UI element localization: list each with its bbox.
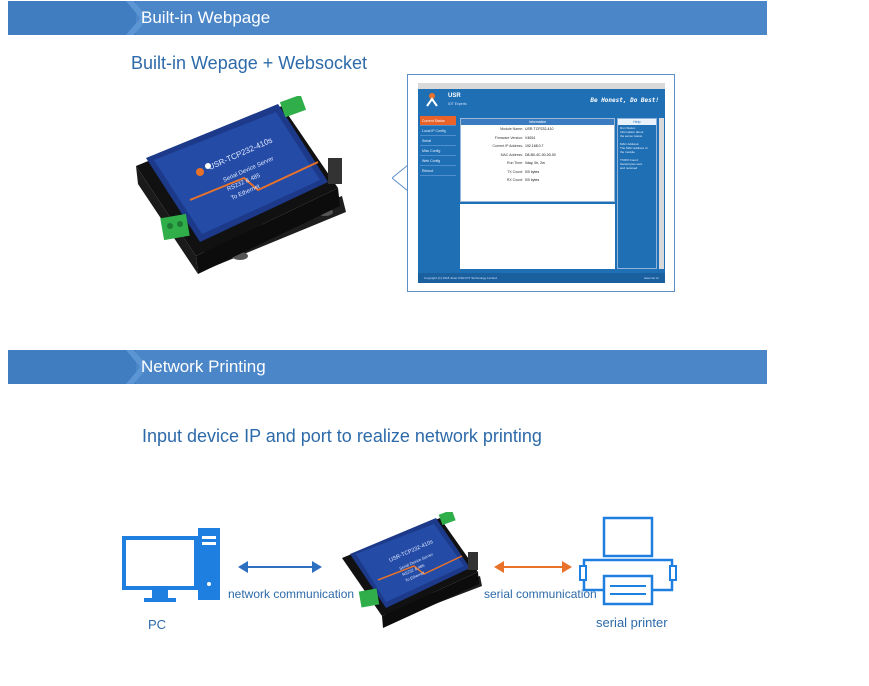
serial-printer-label: serial printer <box>596 615 668 630</box>
help-header: Help <box>618 119 656 125</box>
webpage-scrollbar[interactable] <box>659 118 664 269</box>
info-value: USR-TCP232-410 <box>525 127 554 131</box>
banner-title: Built-in Webpage <box>141 8 271 27</box>
webpage-slogan: Be Honest, Do Best! <box>590 97 659 104</box>
info-row: RX Count:0/0 bytes <box>461 176 614 185</box>
help-line: the server status <box>620 134 643 138</box>
nav-item-serial[interactable]: Serial <box>420 136 456 146</box>
webpage-brand: USR <box>448 93 461 99</box>
banner-title: Network Printing <box>141 357 266 376</box>
webpage-topbar <box>418 83 665 89</box>
banner-tab <box>8 1 136 35</box>
section-banner-printing: Network Printing <box>8 350 767 384</box>
webpage-screenshot: USR IOT Experts Be Honest, Do Best! Curr… <box>407 74 675 292</box>
serial-communication-label: serial communication <box>484 587 597 601</box>
help-line: TX/RX Count: <box>620 158 639 162</box>
section-banner-webpage: Built-in Webpage <box>8 1 767 35</box>
nav-item-misc[interactable]: Misc Config <box>420 146 456 156</box>
info-key: Current IP Address: <box>492 144 523 148</box>
printer-icon <box>579 516 677 606</box>
info-row: TX Count:0/0 bytes <box>461 168 614 177</box>
info-row: Current IP Address:192.168.0.7 <box>461 142 614 151</box>
help-line: the module <box>620 150 635 154</box>
help-line: Run Status: <box>620 126 636 130</box>
banner-tab <box>8 350 136 384</box>
info-key: Run Time: <box>507 161 523 165</box>
footer-link[interactable]: www.usr.cn <box>643 276 659 280</box>
serial-arrow-icon <box>494 561 572 573</box>
network-arrow-icon <box>238 561 322 573</box>
info-value: 192.168.0.7 <box>525 144 544 148</box>
info-row: MAC Address:D8-B0-4C-00-00-00 <box>461 151 614 160</box>
webpage-frame: USR IOT Experts Be Honest, Do Best! Curr… <box>418 83 665 283</box>
help-line: MAC Address: <box>620 142 640 146</box>
info-key: RX Count: <box>506 178 523 182</box>
webpage-footer: Copyright (C) 2018 Jinan USR IOT Technol… <box>418 273 665 283</box>
webpage-brand-sub: IOT Experts <box>448 102 467 106</box>
webpage-help-panel: Help Run Status: Information about the s… <box>617 118 657 269</box>
info-key: TX Count: <box>507 169 523 174</box>
help-line: and received <box>620 166 638 170</box>
info-panel-header: Information <box>461 119 614 125</box>
help-text: Run Status: Information about the server… <box>618 125 656 171</box>
footer-copyright: Copyright (C) 2018 Jinan USR IOT Technol… <box>424 276 497 280</box>
pc-label: PC <box>148 617 167 632</box>
serial-device-server-small-image: USR-TCP232-410s Serial Device Server RS2… <box>342 512 482 628</box>
callout-pointer <box>392 165 408 191</box>
serial-device-server-image: USR-TCP232-410s Serial Device Server RS2… <box>136 96 346 274</box>
section-subtitle-webpage: Built-in Wepage + Websocket <box>131 53 367 73</box>
nav-item-reboot[interactable]: Reboot <box>420 166 456 176</box>
help-line: Information about <box>620 130 644 134</box>
help-line: Serial bytes sent <box>620 162 643 166</box>
webpage-content-area <box>460 204 615 269</box>
webpage-info-panel: Information Module Name:USR-TCP232-410 F… <box>460 118 615 202</box>
pc-icon <box>122 528 220 602</box>
nav-item-local-ip[interactable]: Local IP Config <box>420 126 456 136</box>
info-row: Run Time:0day, 0h, 2m <box>461 159 614 168</box>
info-key: Module Name: <box>500 127 523 131</box>
section-subtitle-printing: Input device IP and port to realize netw… <box>142 426 542 446</box>
info-row: Module Name:USR-TCP232-410 <box>461 125 614 134</box>
info-value: 0/0 bytes <box>525 178 540 182</box>
info-value: 0/0 bytes <box>525 169 540 174</box>
help-line: The MAC address of <box>620 146 648 150</box>
nav-item-web[interactable]: Web Config <box>420 156 456 166</box>
info-row: Firmware Version:V4004 <box>461 134 614 143</box>
network-communication-label: network communication <box>228 587 355 601</box>
info-value: V4004 <box>525 135 536 140</box>
info-key: MAC Address: <box>500 152 523 157</box>
nav-item-current-status[interactable]: Current Status <box>420 116 456 126</box>
webpage-nav: Current Status Local IP Config Serial Mi… <box>420 116 456 246</box>
usr-logo-icon <box>426 93 438 107</box>
info-value: D8-B0-4C-00-00-00 <box>525 152 556 157</box>
info-key: Firmware Version: <box>494 135 523 140</box>
info-value: 0day, 0h, 2m <box>525 161 545 165</box>
